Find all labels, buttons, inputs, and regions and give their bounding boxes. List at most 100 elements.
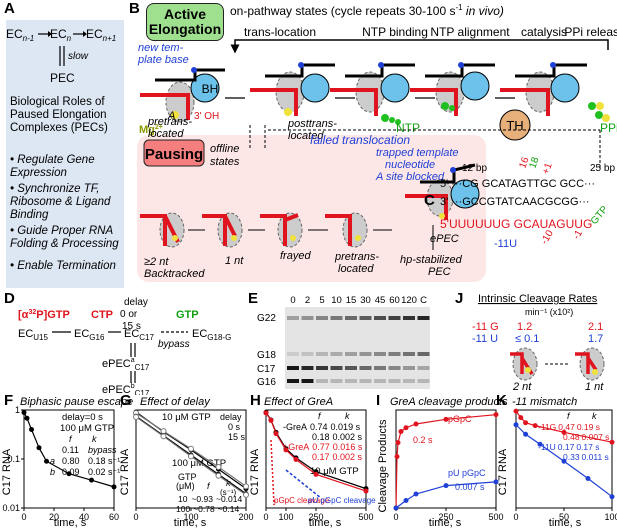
i-ylabel: Cleavage Products bbox=[377, 419, 389, 512]
panel-j-rates: Intrinsic Cleavage Rates min⁻¹ (x10²) -1… bbox=[472, 293, 605, 392]
p18-label: 18 bbox=[527, 155, 541, 170]
svg-text:ECG18-G22: ECG18-G22 bbox=[192, 328, 231, 342]
pretrans-label: pretrans-located bbox=[147, 116, 192, 140]
i-pgpc-point bbox=[413, 421, 419, 427]
ge2nt-label: ≥2 nt bbox=[144, 256, 169, 268]
role-2-text: Synchronize TF, Ribosome & Ligand Bindin… bbox=[10, 183, 111, 221]
i-pupgpc-point bbox=[403, 498, 409, 504]
ec-n1-label: EC bbox=[6, 27, 23, 41]
f-hdr-f: f bbox=[69, 434, 73, 444]
gel-band bbox=[417, 352, 430, 356]
g-gtp100: 100 μM GTP bbox=[172, 458, 226, 469]
h-plus-point bbox=[293, 457, 299, 463]
roles-title: Biological Roles of Paused Elongation Co… bbox=[10, 96, 108, 134]
g-delay-hdr: delay bbox=[220, 412, 242, 422]
panel-b-diagram: trans-location NTP binding NTP alignment… bbox=[137, 25, 617, 282]
pretrans2-label: pretrans-located bbox=[334, 251, 379, 275]
role-1-text: Regulate Gene Expression bbox=[10, 154, 95, 179]
g-series-1-point bbox=[160, 428, 167, 435]
g-xlabel: time, s bbox=[174, 517, 207, 529]
f-row-b-k: 0.18 s⁻¹ bbox=[88, 456, 120, 466]
svg-text:ECn-1: ECn-1 bbox=[6, 27, 34, 43]
gel-band bbox=[301, 366, 314, 370]
gel-band bbox=[301, 316, 314, 320]
i-pupgpc-point bbox=[493, 479, 499, 485]
ec-c17: EC bbox=[124, 328, 139, 340]
three-oh-label: 3' OH bbox=[194, 111, 219, 122]
panel-a-box: ECn-1 ECn ECn+1 slow PEC Biological Role… bbox=[6, 20, 124, 288]
gel-time-30: 30 bbox=[360, 295, 371, 306]
panel-k-label: K bbox=[496, 392, 507, 409]
bridge-helix bbox=[190, 73, 220, 103]
g-title: Effect of delay bbox=[140, 396, 211, 408]
one-nt-label: 1 nt bbox=[225, 255, 244, 267]
f-title: Biphasic pause escape bbox=[20, 396, 133, 408]
alpha-tail: P]GTP bbox=[36, 309, 70, 321]
role-4-text: Enable Termination bbox=[17, 260, 116, 272]
gel-band bbox=[417, 316, 430, 320]
gel-band bbox=[345, 316, 357, 320]
ec-g16: EC bbox=[74, 328, 89, 340]
role-3: • Guide Proper RNA Folding & Processing bbox=[10, 225, 119, 250]
gel-band bbox=[316, 379, 328, 383]
bp12-label: 12 bp bbox=[462, 163, 487, 174]
j-g-right: 2.1 bbox=[588, 321, 603, 333]
backtracked-1nt bbox=[202, 212, 243, 248]
f-row-c-label: b bbox=[50, 467, 55, 477]
gel-bands bbox=[287, 316, 430, 383]
k-u11-point bbox=[513, 422, 519, 428]
p16-label: 16 bbox=[517, 155, 531, 170]
bh-label: BH bbox=[202, 82, 219, 96]
h-ylabel: C17 RNA bbox=[249, 448, 261, 495]
svg-text:[α32P]GTP: [α32P]GTP bbox=[18, 309, 70, 321]
band-g22: G22 bbox=[257, 313, 276, 324]
role-2: • Synchronize TF, Ribosome & Ligand Bind… bbox=[10, 183, 111, 221]
gtp-label-c: GTP bbox=[589, 204, 611, 227]
template-base bbox=[191, 67, 197, 73]
panel-i-label: I bbox=[376, 392, 381, 409]
panel-b-label: B bbox=[129, 0, 140, 17]
ec-np1-label: EC bbox=[86, 27, 103, 41]
gel-time-5: 5 bbox=[319, 295, 324, 306]
gel-time-15: 15 bbox=[346, 295, 357, 306]
svg-text:ECG16: ECG16 bbox=[74, 328, 105, 342]
i-pupgpc: pU pGpC bbox=[448, 468, 486, 478]
panel-h-label: H bbox=[250, 392, 261, 409]
g-series-3-point bbox=[188, 453, 194, 460]
bp25-label: 25 bp bbox=[590, 163, 615, 174]
gel-band bbox=[374, 316, 386, 320]
gel-band bbox=[316, 352, 328, 356]
ec-g18: EC bbox=[192, 328, 207, 340]
gel-band bbox=[330, 379, 343, 383]
h-plus-point bbox=[268, 417, 274, 423]
i-frame bbox=[395, 409, 497, 509]
k-g11-point bbox=[523, 420, 529, 426]
bot-strand-line: 3'···GCCGTATCAACGCGG··· bbox=[440, 196, 590, 208]
j-title: Intrinsic Cleavage Rates bbox=[478, 293, 598, 305]
g-series-3-point bbox=[133, 413, 139, 420]
gel-band bbox=[345, 366, 357, 370]
k-u11-point bbox=[523, 431, 529, 437]
pec-label: PEC bbox=[50, 71, 75, 85]
h-gtp: 10 μM GTP bbox=[310, 466, 359, 477]
f-xtick-label: 20 bbox=[49, 512, 59, 522]
gel-band bbox=[417, 379, 430, 383]
h-plus-point bbox=[283, 447, 289, 453]
g-tbl-gtp: GTP bbox=[178, 472, 197, 482]
i-pgpc: pGpC bbox=[448, 414, 472, 424]
gel-band bbox=[403, 366, 415, 370]
ppi-label: PPi bbox=[600, 121, 617, 135]
sub-np1: n+1 bbox=[103, 34, 117, 43]
frayed-label: frayed bbox=[280, 250, 311, 262]
posttrans-label: posttrans-located bbox=[287, 118, 337, 142]
gel-band bbox=[388, 379, 401, 383]
i-pgpc-point bbox=[403, 425, 409, 431]
g-row100: 100~0.78~0.14 bbox=[176, 504, 239, 514]
panel-c-label: C bbox=[424, 192, 435, 209]
